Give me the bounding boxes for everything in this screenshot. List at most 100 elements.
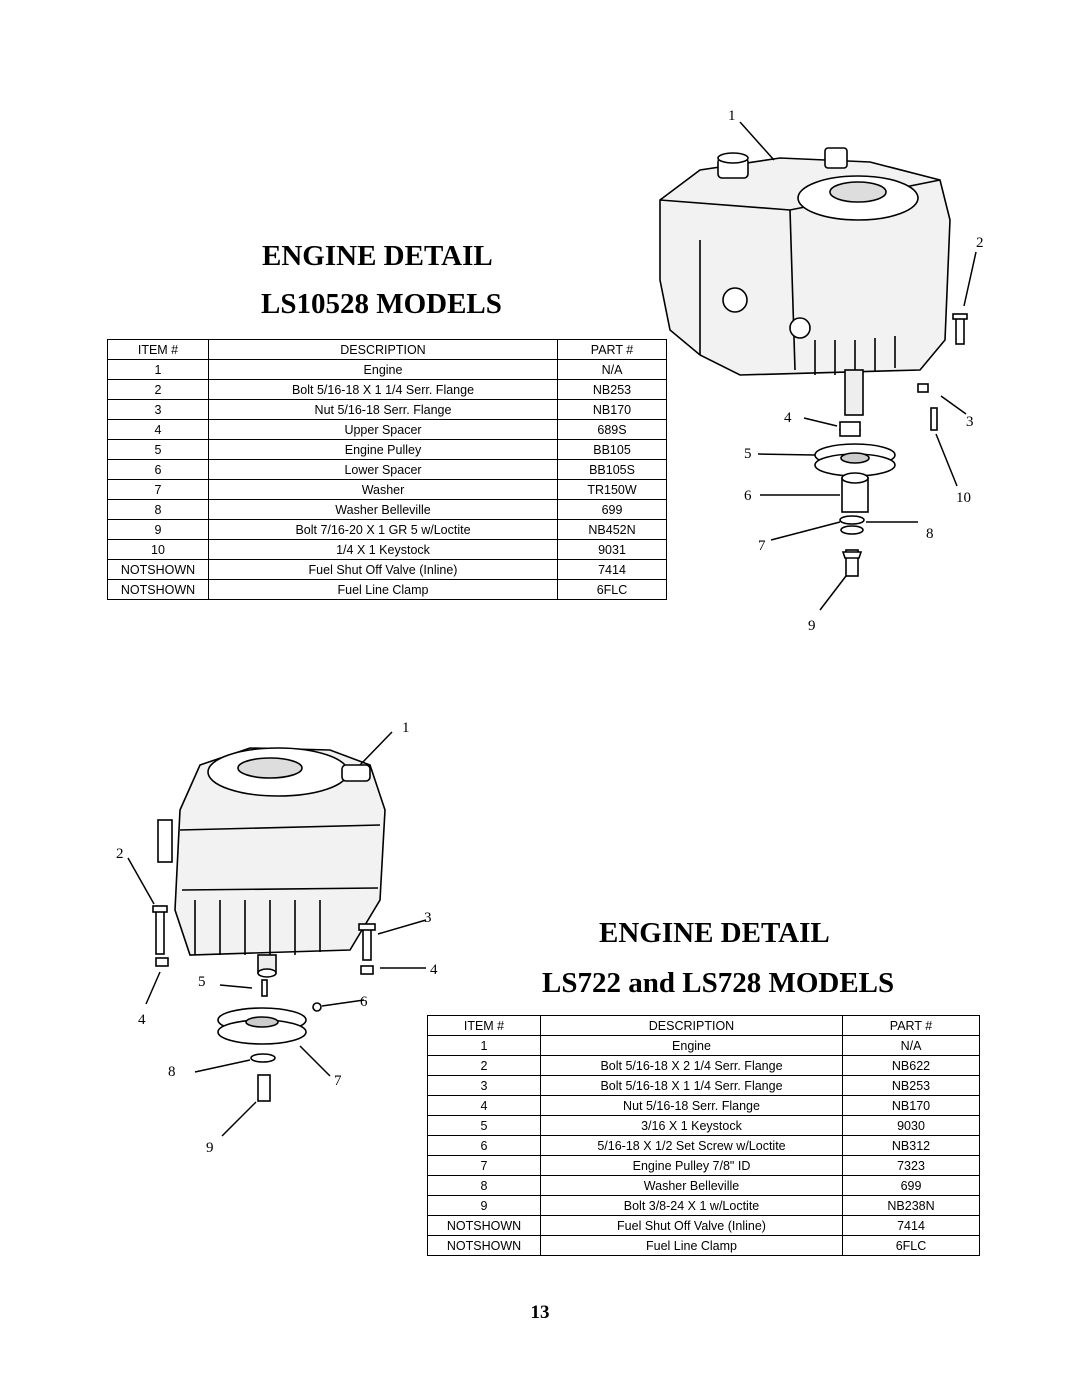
callout-1: 1 [728, 108, 736, 124]
cell-item: NOTSHOWN [107, 559, 209, 580]
table-header-row: ITEM # DESCRIPTION PART # [427, 1015, 980, 1036]
section2-title: ENGINE DETAIL [599, 917, 830, 949]
header-description: DESCRIPTION [540, 1015, 843, 1036]
cell-part: NB170 [842, 1095, 980, 1116]
cell-description: Washer [208, 479, 558, 500]
cell-item: 8 [427, 1175, 541, 1196]
cell-part: 9030 [842, 1115, 980, 1136]
cell-part: 699 [842, 1175, 980, 1196]
callout-8: 8 [926, 526, 934, 542]
cell-item: 5 [107, 439, 209, 460]
cell-description: Fuel Line Clamp [540, 1235, 843, 1256]
callout-4-right: 4 [430, 962, 438, 978]
callout-3: 3 [966, 414, 974, 430]
cell-description: Nut 5/16-18 Serr. Flange [540, 1095, 843, 1116]
section1-title: ENGINE DETAIL [262, 240, 493, 272]
cell-part: 7414 [842, 1215, 980, 1236]
cell-part: NB312 [842, 1135, 980, 1156]
cell-item: 10 [107, 539, 209, 560]
cell-item: 6 [107, 459, 209, 480]
callout-5: 5 [198, 974, 206, 990]
callout-4: 4 [784, 410, 792, 426]
cell-part: NB253 [842, 1075, 980, 1096]
callout-9: 9 [808, 618, 816, 634]
cell-description: Bolt 7/16-20 X 1 GR 5 w/Loctite [208, 519, 558, 540]
cell-item: 6 [427, 1135, 541, 1156]
section1-subtitle: LS10528 MODELS [261, 288, 502, 320]
callout-2: 2 [976, 235, 984, 251]
callout-labels: 1 2 3 4 4 5 6 7 8 9 [116, 720, 438, 1156]
cell-description: Engine Pulley [208, 439, 558, 460]
page-number: 13 [530, 1302, 550, 1323]
section2-subtitle: LS722 and LS728 MODELS [542, 967, 895, 999]
engine-drawing [659, 147, 968, 577]
cell-part: 6FLC [557, 579, 667, 600]
cell-item: 7 [427, 1155, 541, 1176]
cell-description: Engine [540, 1035, 843, 1056]
cell-description: Bolt 5/16-18 X 2 1/4 Serr. Flange [540, 1055, 843, 1076]
cell-item: 9 [427, 1195, 541, 1216]
cell-description: 1/4 X 1 Keystock [208, 539, 558, 560]
cell-description: Bolt 5/16-18 X 1 1/4 Serr. Flange [208, 379, 558, 400]
cell-item: 3 [107, 399, 209, 420]
cell-item: 5 [427, 1115, 541, 1136]
engine-diagram-ls10528: 1 2 3 4 5 6 7 8 9 10 [659, 108, 984, 634]
cell-item: 8 [107, 499, 209, 520]
cell-description: Engine [208, 359, 558, 380]
callout-labels: 1 2 3 4 5 6 7 8 9 10 [728, 108, 984, 634]
cell-part: N/A [842, 1035, 980, 1056]
leader-lines [127, 731, 427, 1137]
cell-part: NB452N [557, 519, 667, 540]
header-description: DESCRIPTION [208, 339, 558, 360]
callout-3: 3 [424, 910, 432, 926]
cell-item: 3 [427, 1075, 541, 1096]
cell-item: 1 [107, 359, 209, 380]
callout-6: 6 [360, 994, 368, 1010]
cell-description: Bolt 3/8-24 X 1 w/Loctite [540, 1195, 843, 1216]
cell-item: 1 [427, 1035, 541, 1056]
cell-part: 699 [557, 499, 667, 520]
cell-description: 5/16-18 X 1/2 Set Screw w/Loctite [540, 1135, 843, 1156]
engine-drawing [152, 747, 386, 1102]
cell-description: Fuel Line Clamp [208, 579, 558, 600]
callout-7: 7 [758, 538, 766, 554]
cell-item: 4 [107, 419, 209, 440]
cell-part: 6FLC [842, 1235, 980, 1256]
header-part: PART # [842, 1015, 980, 1036]
cell-item: 2 [427, 1055, 541, 1076]
cell-description: Upper Spacer [208, 419, 558, 440]
callout-6: 6 [744, 488, 752, 504]
cell-description: Nut 5/16-18 Serr. Flange [208, 399, 558, 420]
cell-item: NOTSHOWN [427, 1215, 541, 1236]
cell-item: NOTSHOWN [107, 579, 209, 600]
callout-4-left: 4 [138, 1012, 146, 1028]
cell-part: 7323 [842, 1155, 980, 1176]
cell-item: 9 [107, 519, 209, 540]
callout-10: 10 [956, 490, 971, 506]
callout-2: 2 [116, 846, 124, 862]
cell-description: Engine Pulley 7/8" ID [540, 1155, 843, 1176]
cell-item: 7 [107, 479, 209, 500]
cell-part: 689S [557, 419, 667, 440]
cell-part: NB238N [842, 1195, 980, 1216]
leader-lines [739, 121, 977, 611]
cell-description: Bolt 5/16-18 X 1 1/4 Serr. Flange [540, 1075, 843, 1096]
